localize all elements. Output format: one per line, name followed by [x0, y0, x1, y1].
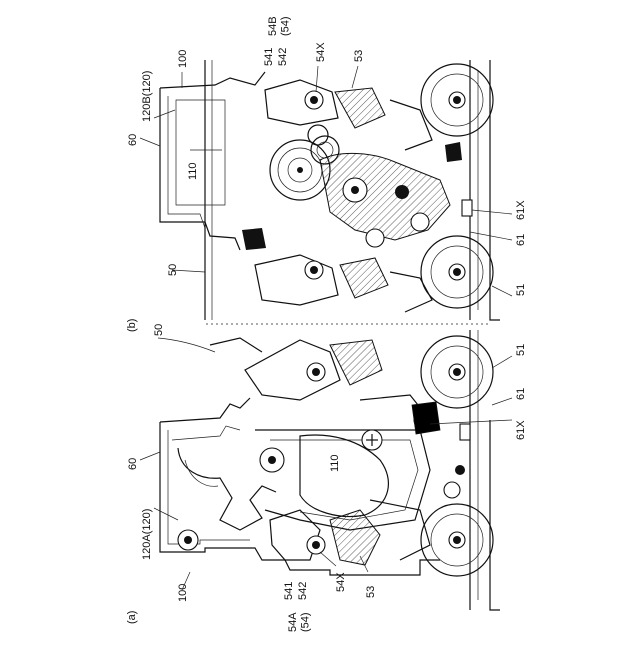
roller-51-a	[421, 336, 493, 408]
label-542-a: 542	[297, 582, 309, 600]
label-61x-b: 61X	[515, 200, 527, 220]
mechanism-upper-a	[210, 338, 430, 420]
roller-lower-a	[421, 504, 493, 576]
label-50-a: 50	[153, 324, 165, 336]
mechanism-lower-b	[242, 228, 432, 312]
compartment-110-b	[320, 153, 450, 247]
label-60-b: 60	[127, 134, 139, 146]
labels-panel-a: (a) 100 120A(120) 60 50 110 541 542 54A(…	[126, 324, 527, 632]
compartment-110-a	[260, 430, 388, 516]
label-120-b: 120B(120)	[141, 71, 153, 122]
part-61-a	[412, 402, 470, 498]
label-53-a: 53	[365, 586, 377, 598]
cartridge-60-b	[176, 100, 225, 205]
label-51-b: 51	[515, 284, 527, 296]
label-53-b: 53	[353, 50, 365, 62]
label-541-b: 541	[263, 48, 275, 66]
roller-upper-b	[421, 64, 493, 136]
label-61-b: 61	[515, 234, 527, 246]
label-541-a: 541	[283, 582, 295, 600]
label-120-a: 120A(120)	[141, 509, 153, 560]
cartridge-60-a	[178, 430, 430, 530]
label-542-b: 542	[277, 48, 289, 66]
label-100-b: 100	[177, 50, 189, 68]
panel-b-label: (b)	[126, 319, 138, 332]
label-54x-b: 54X	[315, 42, 327, 62]
roller-left-a	[178, 530, 198, 550]
label-54-a: 54A(54)	[287, 612, 312, 632]
label-51-a: 51	[515, 344, 527, 356]
label-54-b: 54B(54)	[267, 16, 292, 36]
label-110-a: 110	[329, 454, 341, 472]
label-100-a: 100	[177, 584, 189, 602]
panel-a-label: (a)	[126, 611, 138, 624]
roller-51-b	[421, 236, 493, 308]
label-110-b: 110	[187, 162, 199, 180]
label-61-a: 61	[515, 388, 527, 400]
mechanism-54a	[270, 500, 430, 565]
label-61x-a: 61X	[515, 420, 527, 440]
mechanism-54b	[265, 80, 432, 150]
label-54x-a: 54X	[335, 572, 347, 592]
panel-b	[160, 60, 500, 320]
label-60-a: 60	[127, 458, 139, 470]
